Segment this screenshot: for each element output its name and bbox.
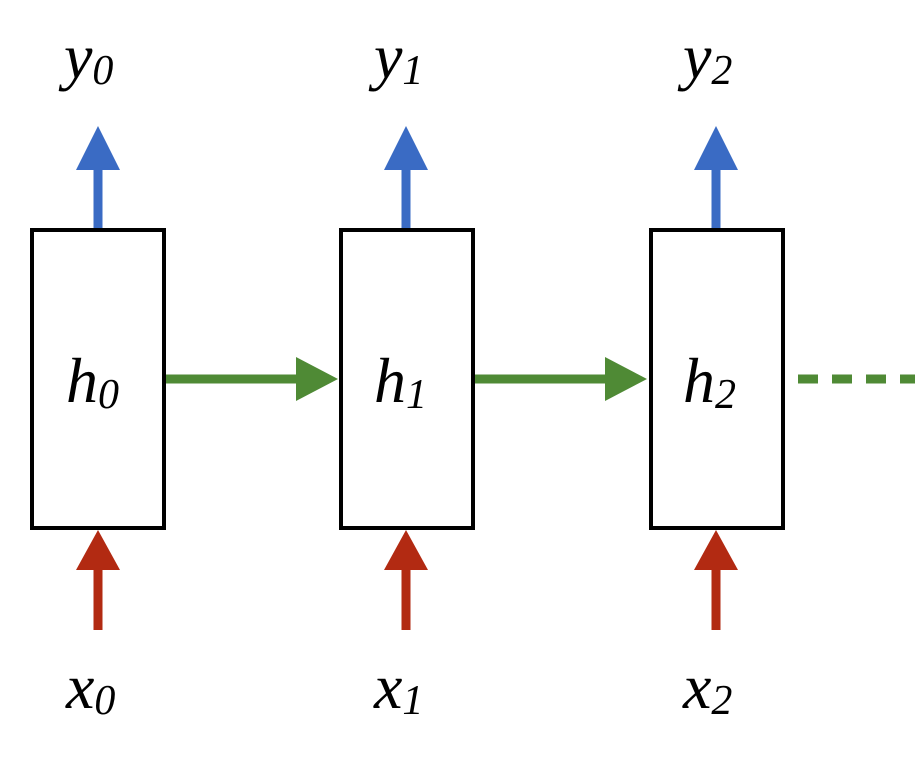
rnn-cell-1: y1 h1 x1 [339,21,475,724]
input-arrowhead-1 [384,530,428,570]
recurrent-arrowhead-1-2 [605,357,647,401]
output-arrowhead-0 [76,126,120,170]
output-arrowhead-2 [694,126,738,170]
output-label-2: y2 [677,21,732,94]
input-label-0: x0 [65,651,115,724]
input-arrowhead-0 [76,530,120,570]
hidden-label-2: h2 [683,345,736,418]
input-label-1: x1 [373,651,423,724]
input-label-2: x2 [682,651,732,724]
recurrent-arrow-1-2 [475,357,647,401]
output-label-1: y1 [368,21,423,94]
recurrent-arrowhead-0-1 [296,357,338,401]
recurrent-arrow-0-1 [166,357,338,401]
input-arrowhead-2 [694,530,738,570]
rnn-cell-0: y0 h0 x0 [30,21,166,724]
hidden-label-0: h0 [66,345,119,418]
rnn-cell-2: y2 h2 x2 [649,21,785,724]
hidden-state-box-0 [30,228,166,530]
hidden-state-box-2 [649,228,785,530]
hidden-label-1: h1 [374,345,427,418]
output-arrowhead-1 [384,126,428,170]
output-label-0: y0 [58,21,113,94]
hidden-state-box-1 [339,228,475,530]
